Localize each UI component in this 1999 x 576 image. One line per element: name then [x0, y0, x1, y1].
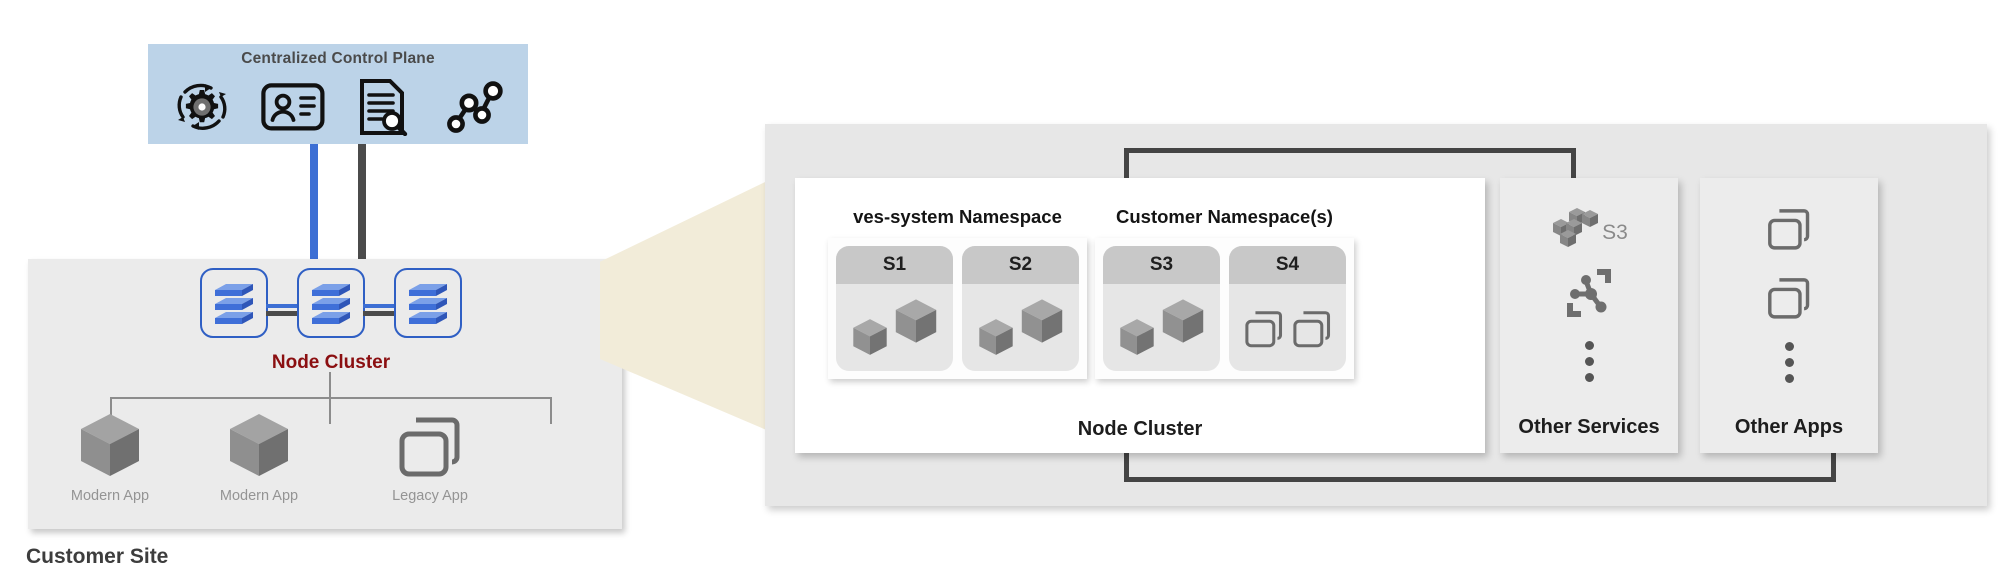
control-plane-blue-connector: [310, 144, 318, 262]
window-stack-icon: [1244, 310, 1282, 347]
service-s4-label: S4: [1229, 246, 1346, 284]
customer-namespace: Customer Namespace(s) S3: [1095, 206, 1354, 379]
service-s1: S1: [836, 246, 953, 371]
more-dots-icon: [1584, 341, 1594, 383]
node-cluster-detail-label: Node Cluster: [1077, 418, 1203, 440]
legacy-app-caption: Legacy App: [392, 488, 468, 504]
node-2: [297, 268, 365, 338]
customer-site-label: Customer Site: [26, 545, 169, 568]
other-apps-icon-stack: [1700, 196, 1878, 391]
modern-app-2-caption: Modern App: [219, 488, 299, 504]
service-s2-label: S2: [962, 246, 1079, 284]
cube-icon: [1119, 318, 1154, 355]
modern-app-1: Modern App: [35, 408, 185, 504]
service-s3-body: [1103, 284, 1220, 371]
customer-namespace-title: Customer Namespace(s): [1116, 206, 1333, 227]
other-apps-caption: Other Apps: [1734, 416, 1844, 438]
service-s4-body: [1229, 284, 1346, 371]
window-stack-icon: [1764, 204, 1814, 257]
service-s1-body: [836, 284, 953, 371]
modern-app-2: Modern App: [184, 408, 334, 504]
control-plane-gray-connector: [358, 144, 366, 262]
cube-icon: [852, 318, 887, 355]
node-link-1: [266, 304, 299, 317]
server-stack-icon: [409, 284, 447, 324]
app-tree-connector: [110, 372, 552, 424]
node-cluster-label: Node Cluster: [271, 352, 391, 373]
window-stack-icon: [1292, 310, 1330, 347]
cube-icon: [1021, 298, 1062, 343]
zoom-funnel: [600, 170, 790, 440]
cube-icon: [1162, 298, 1203, 343]
centralized-control-plane-box: Centralized Control Plane: [148, 44, 528, 144]
more-dots-icon: [1784, 342, 1794, 383]
service-graph-icon: [437, 77, 511, 137]
ves-system-namespace: ves-system Namespace S1: [828, 206, 1087, 379]
cube-icon: [184, 408, 334, 480]
modern-app-1-caption: Modern App: [70, 488, 150, 504]
ves-system-namespace-title: ves-system Namespace: [853, 206, 1062, 227]
node-cluster-to-apps-bracket: [1124, 440, 1836, 482]
service-s2: S2: [962, 246, 1079, 371]
other-services-panel: S3 Other Services: [1500, 178, 1678, 453]
gear-sync-icon: [165, 77, 239, 137]
other-apps-panel: Other Apps: [1700, 178, 1878, 453]
network-mesh-icon: [1564, 268, 1614, 323]
s3-storage-icon: S3: [1550, 205, 1628, 251]
service-s1-label: S1: [836, 246, 953, 284]
node-cluster-row: [200, 268, 462, 338]
identity-card-icon: [256, 77, 330, 137]
server-stack-icon: [215, 284, 253, 324]
cube-icon: [895, 298, 936, 343]
control-plane-title: Centralized Control Plane: [241, 50, 435, 67]
server-stack-icon: [312, 284, 350, 324]
node-3: [394, 268, 462, 338]
window-stack-icon: [1764, 273, 1814, 326]
control-plane-icon-row: [148, 74, 528, 140]
node-1: [200, 268, 268, 338]
service-s2-body: [962, 284, 1079, 371]
service-s3: S3: [1103, 246, 1220, 371]
legacy-app-1: Legacy App: [355, 408, 505, 504]
node-link-2: [363, 304, 396, 317]
other-services-caption: Other Services: [1518, 416, 1660, 438]
s3-storage-label: S3: [1602, 220, 1628, 244]
service-s4: S4: [1229, 246, 1346, 371]
document-search-icon: [346, 77, 420, 137]
cube-icon: [978, 318, 1013, 355]
window-stack-icon: [355, 408, 505, 480]
node-cluster-to-services-bracket: [1124, 148, 1576, 186]
service-s3-label: S3: [1103, 246, 1220, 284]
other-services-icon-stack: S3: [1500, 196, 1678, 391]
cube-icon: [35, 408, 185, 480]
node-cluster-card: ves-system Namespace S1: [795, 178, 1485, 453]
